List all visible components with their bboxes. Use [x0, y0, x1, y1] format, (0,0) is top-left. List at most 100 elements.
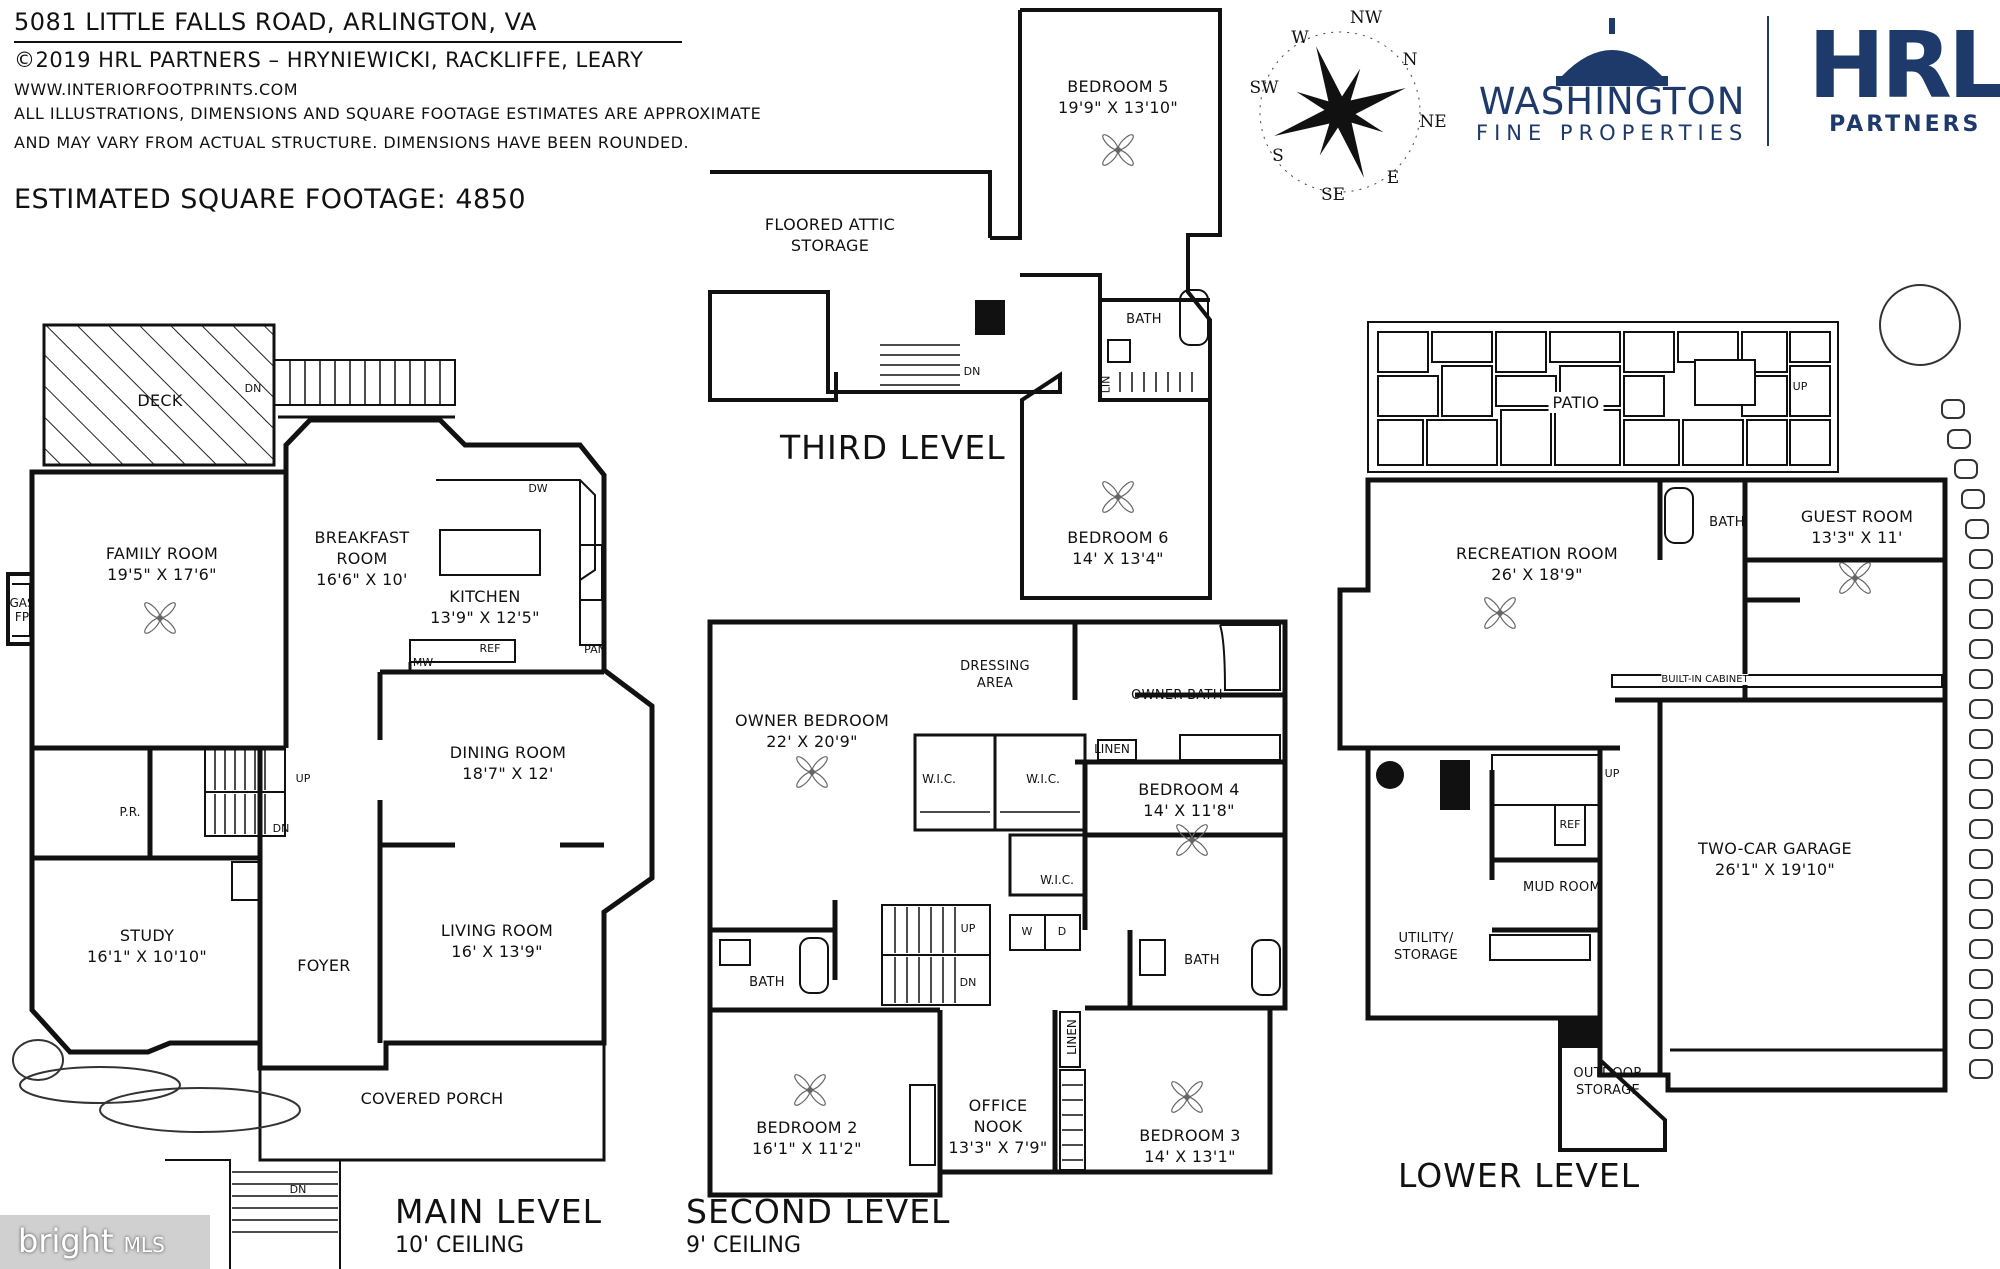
porch-stair-down: DN — [289, 1183, 307, 1196]
room-office-name: OFFICE — [968, 1096, 1028, 1115]
label-pantry: PAN — [584, 643, 606, 656]
room-office-nook: OFFICE NOOK 13'3" X 7'9" — [948, 1095, 1047, 1158]
walk-in-closet-3: W.I.C. — [1040, 873, 1074, 887]
room-bedroom-6-dim: 14' X 13'4" — [1072, 549, 1164, 568]
patio-stair-up: UP — [1792, 380, 1808, 393]
room-bedroom-5: BEDROOM 5 19'9" X 13'10" — [1058, 76, 1178, 118]
room-owner-name: OWNER BEDROOM — [734, 711, 890, 730]
room-breakfast: BREAKFAST ROOM 16'6" X 10' — [315, 527, 410, 590]
third-level-name: THIRD LEVEL — [780, 428, 1006, 467]
gas-fireplace: GAS FP — [9, 596, 34, 624]
compass-e: E — [1386, 168, 1400, 188]
room-recreation-name: RECREATION ROOM — [1455, 544, 1619, 563]
room-deck: DECK — [137, 391, 183, 410]
room-bedroom-4-dim: 14' X 11'8" — [1143, 801, 1235, 820]
room-bedroom-5-dim: 19'9" X 13'10" — [1057, 98, 1179, 117]
room-dressing-name: DRESSING — [960, 659, 1030, 674]
room-garage-name: TWO-CAR GARAGE — [1698, 839, 1852, 858]
compass-w: W — [1291, 28, 1309, 48]
disclaimer-line-1: ALL ILLUSTRATIONS, DIMENSIONS AND SQUARE… — [14, 104, 762, 123]
room-bath-hall: BATH — [749, 975, 785, 990]
walk-in-closet-2: W.I.C. — [1026, 772, 1060, 786]
lower-stair-up: UP — [1604, 767, 1620, 780]
room-family-name: FAMILY ROOM — [105, 544, 219, 563]
deck-stair-down: DN — [244, 382, 262, 395]
room-breakfast-dim: 16'6" X 10' — [316, 570, 408, 589]
room-bath-third: BATH — [1126, 312, 1162, 327]
linen-owner: LINEN — [1094, 742, 1130, 756]
room-outdoor-name-2: STORAGE — [1576, 1083, 1640, 1098]
compass-se: SE — [1320, 185, 1346, 205]
room-bedroom-6: BEDROOM 6 14' X 13'4" — [1067, 527, 1168, 569]
room-bedroom-4: BEDROOM 4 14' X 11'8" — [1138, 779, 1239, 821]
room-owner-bedroom: OWNER BEDROOM 22' X 20'9" — [735, 710, 889, 752]
compass-ne: NE — [1419, 112, 1447, 132]
room-owner-dim: 22' X 20'9" — [766, 732, 858, 751]
room-kitchen-name: KITCHEN — [449, 587, 521, 606]
room-attic-name: FLOORED ATTIC — [764, 215, 896, 234]
main-stair-up: UP — [295, 772, 311, 785]
room-utility-name-2: STORAGE — [1394, 948, 1458, 963]
room-outdoor-storage: OUTDOOR STORAGE — [1573, 1065, 1642, 1099]
room-bedroom-5-name: BEDROOM 5 — [1067, 77, 1169, 96]
room-garage-dim: 26'1" X 19'10" — [1714, 860, 1836, 879]
main-stair-down: DN — [272, 822, 290, 835]
label-refrigerator: REF — [479, 642, 501, 655]
room-bedroom-2-dim: 16'1" X 11'2" — [752, 1139, 862, 1158]
disclaimer-line-2: AND MAY VARY FROM ACTUAL STRUCTURE. DIME… — [14, 133, 690, 152]
room-study: STUDY 16'1" X 10'10" — [87, 925, 207, 967]
room-dining-name: DINING ROOM — [449, 743, 567, 762]
room-powder-room: P.R. — [119, 805, 141, 819]
room-living-name: LIVING ROOM — [440, 921, 554, 940]
label-microwave: MW — [412, 656, 434, 669]
room-living: LIVING ROOM 16' X 13'9" — [441, 920, 553, 962]
compass-sw: SW — [1249, 78, 1279, 98]
dryer: D — [1057, 925, 1067, 938]
room-bath-lower: BATH — [1709, 515, 1745, 530]
third-stair-down: DN — [963, 365, 981, 378]
square-footage: ESTIMATED SQUARE FOOTAGE: 4850 — [14, 184, 527, 215]
room-covered-porch: COVERED PORCH — [360, 1089, 504, 1108]
room-bedroom-2-name: BEDROOM 2 — [756, 1118, 858, 1137]
watermark-mls: MLS — [123, 1233, 165, 1257]
compass-nw: NW — [1349, 8, 1383, 28]
second-stair-down: DN — [959, 976, 977, 989]
room-guest-dim: 13'3" X 11' — [1811, 528, 1903, 547]
room-utility-storage: UTILITY/ STORAGE — [1394, 930, 1458, 964]
room-owner-bath: OWNER BATH — [1131, 688, 1223, 703]
linen-third: LIN — [1099, 375, 1113, 394]
room-living-dim: 16' X 13'9" — [451, 942, 543, 961]
room-recreation: RECREATION ROOM 26' X 18'9" — [1456, 543, 1618, 585]
room-dining: DINING ROOM 18'7" X 12' — [450, 742, 567, 784]
room-bedroom-6-name: BEDROOM 6 — [1067, 528, 1169, 547]
room-two-car-garage: TWO-CAR GARAGE 26'1" X 19'10" — [1698, 838, 1852, 880]
label-refrigerator-lower: REF — [1559, 818, 1581, 831]
bright-mls-watermark: bright MLS — [18, 1222, 165, 1260]
second-level-ceiling: 9' CEILING — [686, 1233, 802, 1258]
room-guest-name: GUEST ROOM — [1800, 507, 1914, 526]
room-floored-attic: FLOORED ATTIC STORAGE — [765, 214, 895, 256]
room-family-dim: 19'5" X 17'6" — [107, 565, 217, 584]
room-utility-name: UTILITY/ — [1398, 931, 1454, 946]
room-kitchen: KITCHEN 13'9" X 12'5" — [430, 586, 540, 628]
walk-in-closet-1: W.I.C. — [922, 772, 956, 786]
room-dining-dim: 18'7" X 12' — [462, 764, 554, 783]
second-level-title: SECOND LEVEL 9' CEILING — [686, 1192, 950, 1258]
lower-level-title: LOWER LEVEL — [1398, 1156, 1640, 1195]
hrl-partners-logo: HRL PARTNERS — [1808, 20, 2000, 138]
main-level-title: MAIN LEVEL 10' CEILING — [395, 1192, 602, 1258]
washer: W — [1021, 925, 1033, 938]
website-link[interactable]: WWW.INTERIORFOOTPRINTS.COM — [14, 80, 299, 99]
room-bedroom-4-name: BEDROOM 4 — [1138, 780, 1240, 799]
label-dishwasher: DW — [528, 482, 548, 495]
main-level-name: MAIN LEVEL — [395, 1192, 603, 1231]
room-guest: GUEST ROOM 13'3" X 11' — [1801, 506, 1913, 548]
room-bath-jack: BATH — [1184, 953, 1220, 968]
room-foyer: FOYER — [297, 956, 351, 975]
main-level-ceiling: 10' CEILING — [395, 1233, 525, 1258]
room-bedroom-3-name: BEDROOM 3 — [1139, 1126, 1241, 1145]
room-outdoor-name: OUTDOOR — [1573, 1066, 1643, 1081]
lower-level-name: LOWER LEVEL — [1398, 1156, 1641, 1195]
gas-fireplace-label: GAS — [9, 596, 35, 610]
